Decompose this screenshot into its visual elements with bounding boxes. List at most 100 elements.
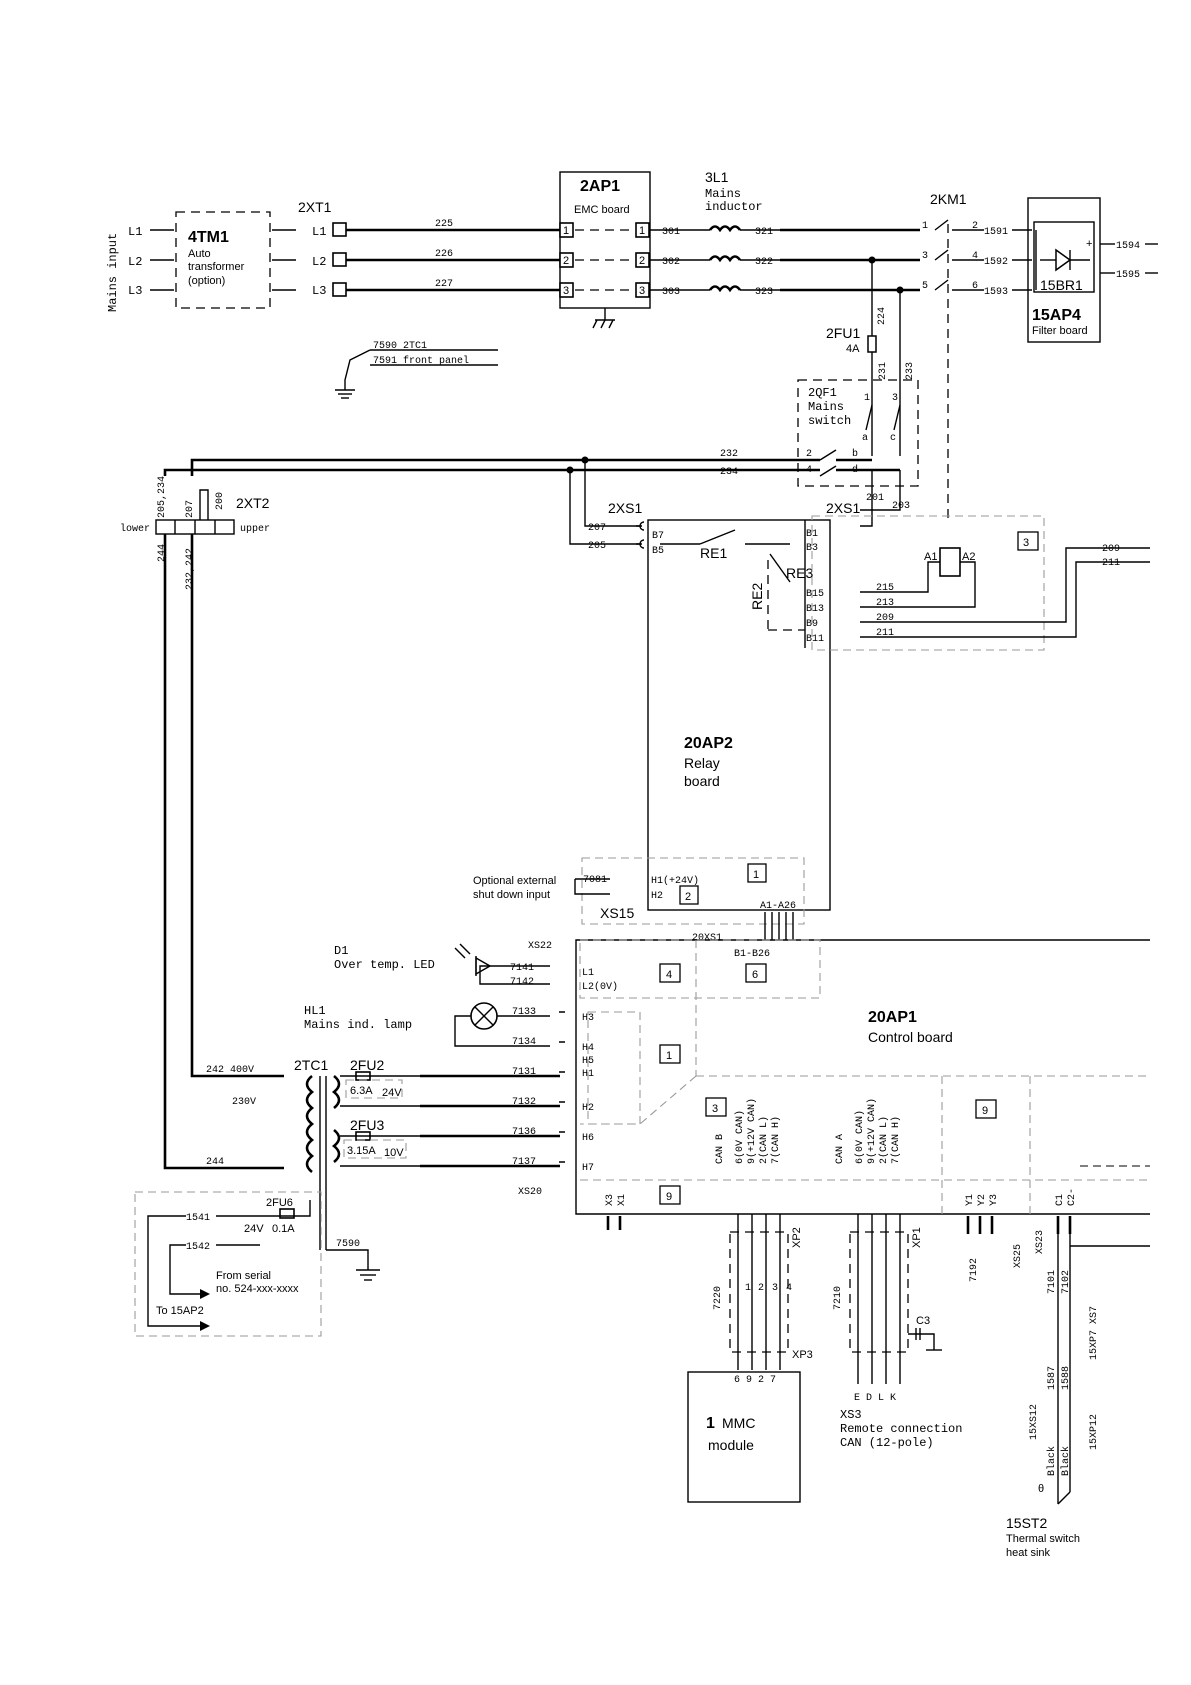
l1coil-desc: Mains bbox=[705, 187, 741, 201]
h3: H3 bbox=[582, 1013, 594, 1024]
wire-7137: 7137 bbox=[512, 1157, 536, 1168]
wire-1595: 1595 bbox=[1116, 270, 1140, 281]
h-terminals: 7133 7134 7131 7132 7136 7137 H3 H4 H5 H… bbox=[420, 1007, 594, 1198]
fu6-rating: 0.1A bbox=[272, 1223, 295, 1235]
mmc-desc: MMC bbox=[722, 1415, 755, 1431]
mains-lamp-hl1: HL1 Mains ind. lamp bbox=[304, 1002, 550, 1047]
xs1-b7: B7 bbox=[652, 531, 664, 542]
xt2-lower: lower bbox=[120, 523, 150, 535]
tc1-v400: 242 400V bbox=[206, 1065, 254, 1076]
xs1-b11: B11 bbox=[806, 634, 824, 645]
autotransformer-4tm1: 4TM1 Auto transformer (option) bbox=[175, 211, 296, 309]
ap4-bridge: 15BR1 bbox=[1040, 277, 1083, 293]
wire-209: 209 bbox=[1102, 544, 1120, 555]
wire-231: 231 bbox=[878, 362, 889, 380]
xs12: 15XS12 bbox=[1029, 1404, 1040, 1440]
xs1-b5: B5 bbox=[652, 546, 664, 557]
wire-207: 207 bbox=[588, 523, 606, 534]
lamp-desc: Mains ind. lamp bbox=[304, 1018, 412, 1032]
wire-7101: 7101 bbox=[1047, 1270, 1058, 1294]
wire-7136: 7136 bbox=[512, 1127, 536, 1138]
fu2-volt: 24V bbox=[382, 1087, 402, 1099]
lamp-id: HL1 bbox=[304, 1004, 326, 1018]
xs1-id: 2XS1 bbox=[608, 500, 642, 516]
fu6-to: To 15AP2 bbox=[156, 1305, 204, 1317]
h1: H1 bbox=[582, 1069, 594, 1080]
ext-shutdown-desc: Optional external bbox=[473, 875, 556, 887]
tm1-desc: Auto bbox=[188, 248, 211, 260]
c-connector-xs23: C1 C2- XS23 7101 7102 15XP7 XS7 1587 158… bbox=[1029, 1165, 1150, 1480]
x1: X1 bbox=[617, 1194, 628, 1206]
fuse-2fu6-box: 2FU6 1541 1542 24V 0.1A From serial no. … bbox=[134, 1191, 322, 1337]
h4: H4 bbox=[582, 1043, 594, 1054]
wire-205-234: 205,234 bbox=[157, 476, 168, 518]
wire-203: 203 bbox=[892, 501, 910, 512]
external-shutdown: Optional external shut down input 7081 H… bbox=[473, 857, 805, 925]
wire-7133: 7133 bbox=[512, 1007, 536, 1018]
fu2-rating: 6.3A bbox=[350, 1085, 373, 1097]
wire-7590: 7590 bbox=[336, 1239, 360, 1250]
fu3-volt: 10V bbox=[384, 1147, 404, 1159]
canb-p7: 7(CAN H) bbox=[770, 1116, 782, 1164]
cana-p9: 9(+12V CAN) bbox=[866, 1098, 878, 1164]
canb-n: 3 bbox=[772, 1283, 778, 1294]
wire-215: 215 bbox=[876, 583, 894, 594]
xs22-id: XS22 bbox=[528, 941, 552, 952]
fu3-id: 2FU3 bbox=[350, 1117, 384, 1133]
terminal-2xt2: 2XT2 lower upper 205,234 207 200 244 232… bbox=[120, 476, 284, 1170]
wire-209: 209 bbox=[876, 613, 894, 624]
h2: H2 bbox=[582, 1103, 594, 1114]
xs20conn-id: 20XS1 bbox=[692, 933, 722, 944]
ap1-pin: 1 bbox=[639, 225, 645, 237]
wire-7081: 7081 bbox=[583, 875, 607, 886]
wire-1591: 1591 bbox=[984, 227, 1008, 238]
cana-title: CAN A bbox=[835, 1134, 846, 1164]
filter-board-15ap4: + 15BR1 15AP4 Filter board 1594 1595 bbox=[1027, 197, 1158, 343]
zone-6: 6 bbox=[752, 969, 758, 981]
transformer-2tc1: 2TC1 242 400V 230V 244 7590 bbox=[206, 1057, 380, 1281]
wire-201: 201 bbox=[866, 493, 884, 504]
canb-title: CAN B bbox=[715, 1134, 726, 1164]
wires-232-234: 232 234 201 203 207 205 bbox=[163, 449, 910, 552]
wire-7210: 7210 bbox=[833, 1286, 844, 1310]
l3-label: L3 bbox=[128, 284, 142, 298]
wire-244: 244 bbox=[206, 1157, 224, 1168]
zone-2: 2 bbox=[685, 891, 691, 903]
wire-227: 227 bbox=[435, 279, 453, 290]
xt2-id: 2XT2 bbox=[236, 495, 270, 511]
tm1-desc: transformer bbox=[188, 261, 245, 273]
y2: Y2 bbox=[977, 1194, 988, 1206]
st2-desc: Thermal switch bbox=[1006, 1533, 1080, 1545]
fuse-2fu2: 2FU2 6.3A 24V bbox=[340, 1057, 420, 1107]
zone-3: 3 bbox=[1023, 537, 1029, 549]
cana-p6: 6(0V CAN) bbox=[854, 1110, 866, 1164]
ap1-pin: 2 bbox=[639, 255, 645, 267]
xs25: XS25 bbox=[1013, 1244, 1024, 1268]
canb-p2: 2(CAN L) bbox=[758, 1116, 770, 1164]
led-id: D1 bbox=[334, 944, 348, 958]
zone-1: 1 bbox=[753, 869, 759, 881]
wire-323: 323 bbox=[755, 287, 773, 298]
xs22-l2: L2(0V) bbox=[582, 981, 618, 993]
thermal-switch-15st2: θ 15ST2 Thermal switch heat sink bbox=[1006, 1480, 1080, 1559]
zone-4: 4 bbox=[666, 969, 672, 981]
zone-1: 1 bbox=[666, 1050, 672, 1062]
ap4-plus: + bbox=[1086, 238, 1092, 250]
xp7: 15XP7 XS7 bbox=[1089, 1306, 1100, 1360]
ap4-desc: Filter board bbox=[1032, 325, 1088, 337]
re3-label: RE3 bbox=[786, 565, 813, 581]
input-wires: 225 226 227 bbox=[346, 219, 560, 292]
wire-1542: 1542 bbox=[186, 1242, 210, 1253]
tm1-id: 4TM1 bbox=[188, 229, 229, 246]
ap1-id: 2AP1 bbox=[580, 178, 620, 195]
ap4-id: 15AP4 bbox=[1032, 307, 1081, 324]
l2-label: L2 bbox=[128, 255, 142, 269]
xs20conn-a: A1-A26 bbox=[760, 901, 796, 912]
emc-board-2ap1: 2AP1 EMC board 1 2 3 1 2 3 bbox=[559, 171, 651, 329]
zone-9: 9 bbox=[666, 1191, 672, 1203]
x3: X3 bbox=[605, 1194, 616, 1206]
mains-input: Mains input L1 L2 L3 bbox=[106, 225, 174, 312]
can-a-connector: CAN A 6(0V CAN) 9(+12V CAN) 2(CAN L) 7(C… bbox=[833, 1098, 942, 1404]
wire-7142: 7142 bbox=[510, 977, 534, 988]
xs1-b1: B1 bbox=[806, 529, 818, 540]
